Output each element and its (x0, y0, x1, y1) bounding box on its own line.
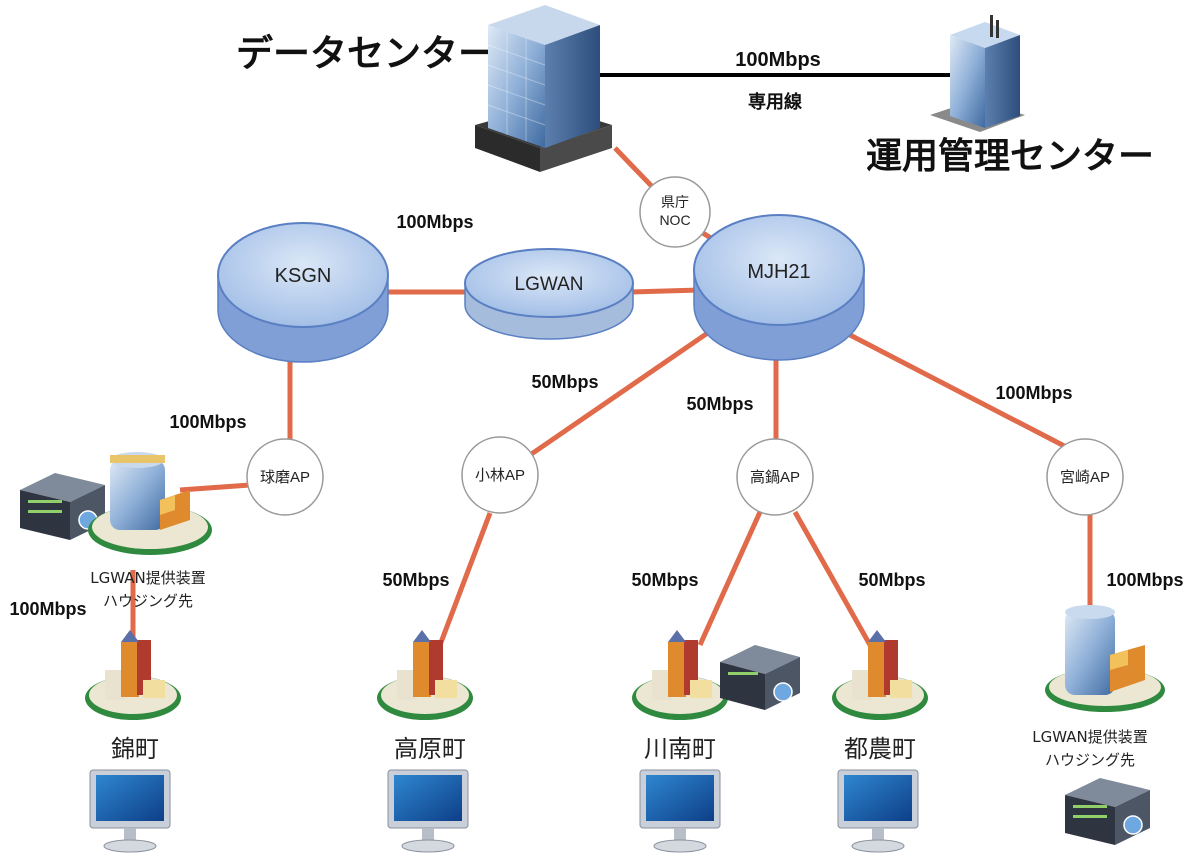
mjh-miyazaki-speed: 100Mbps (995, 383, 1072, 403)
mjh21-label: MJH21 (747, 261, 810, 283)
ops-center-title: 運用管理センター (866, 136, 1154, 177)
takanabe-ap-node: 高鍋AP (736, 438, 814, 516)
miyazaki-ap-node: 宮崎AP (1046, 438, 1124, 516)
link-takanabe-kawaminami (697, 510, 763, 647)
ksgn-label: KSGN (275, 265, 332, 287)
nishiki-townhall-icon (85, 630, 181, 720)
dedicated-line-speed: 100Mbps (735, 49, 821, 71)
kawaminami-town-label: 川南町 (644, 735, 716, 763)
datacenter-building-icon (475, 5, 612, 172)
kuma-ap-node: 球磨AP (246, 438, 324, 516)
link-takanabe-tsuno (792, 510, 873, 647)
miyazaki-ap-label: 宮崎AP (1060, 469, 1110, 486)
datacenter-title: データセンター (236, 32, 495, 75)
noc-label-line1: 県庁 (661, 194, 689, 210)
kobayashi-takaharu-speed: 50Mbps (382, 570, 449, 590)
mjh21-router-icon: MJH21 (693, 214, 865, 361)
tsuno-town-label: 都農町 (844, 735, 916, 763)
housing-nishiki-speed: 100Mbps (9, 599, 86, 619)
right-office-building-icon (1045, 605, 1165, 712)
mjh-kobayashi-speed: 50Mbps (531, 372, 598, 392)
takanabe-kawaminami-speed: 50Mbps (631, 570, 698, 590)
link-lgwan-mjh21 (629, 287, 701, 295)
link-mjh-miyazaki (848, 332, 1074, 453)
lgwan-label: LGWAN (515, 274, 584, 295)
takaharu-monitor-icon (387, 769, 469, 853)
right-server-icon (1065, 778, 1150, 845)
ksgn-lgwan-speed: 100Mbps (396, 212, 473, 232)
takaharu-townhall-icon (377, 630, 473, 720)
right-housing-label-line1: LGWAN提供装置 (1032, 728, 1147, 746)
tsuno-monitor-icon (837, 769, 919, 853)
kobayashi-ap-label: 小林AP (475, 467, 525, 484)
kawaminami-townhall-icon (632, 630, 728, 720)
nishiki-monitor-icon (89, 769, 171, 853)
takanabe-ap-label: 高鍋AP (750, 469, 800, 486)
ksgn-kuma-speed: 100Mbps (169, 412, 246, 432)
kobayashi-ap-node: 小林AP (461, 436, 539, 514)
links (130, 146, 1093, 647)
kuma-ap-label: 球磨AP (260, 469, 310, 486)
tsuno-townhall-icon (832, 630, 928, 720)
left-office-building-icon (88, 452, 212, 555)
takaharu-town-label: 高原町 (394, 735, 466, 763)
noc-node: 県庁 NOC (639, 176, 711, 248)
right-housing-label-line2: ハウジング先 (1045, 751, 1135, 769)
noc-label-line2: NOC (659, 212, 690, 228)
kawaminami-monitor-icon (639, 769, 721, 853)
miyazaki-housing-speed: 100Mbps (1106, 570, 1183, 590)
nishiki-town-label: 錦町 (111, 735, 159, 763)
kawaminami-server-icon (720, 645, 800, 710)
left-housing-label-line2: ハウジング先 (103, 592, 193, 610)
link-kuma-housing (179, 482, 251, 493)
left-housing-label-line1: LGWAN提供装置 (90, 569, 205, 587)
lgwan-router-icon: LGWAN (464, 248, 634, 340)
link-mjh-kobayashi (528, 327, 714, 458)
link-kobayashi-takaharu (437, 512, 493, 646)
ops-center-building-icon (930, 15, 1025, 132)
ksgn-router-icon: KSGN (217, 222, 389, 363)
mjh-takanabe-speed: 50Mbps (686, 394, 753, 414)
dedicated-line-label: 専用線 (748, 91, 802, 112)
takanabe-tsuno-speed: 50Mbps (858, 570, 925, 590)
